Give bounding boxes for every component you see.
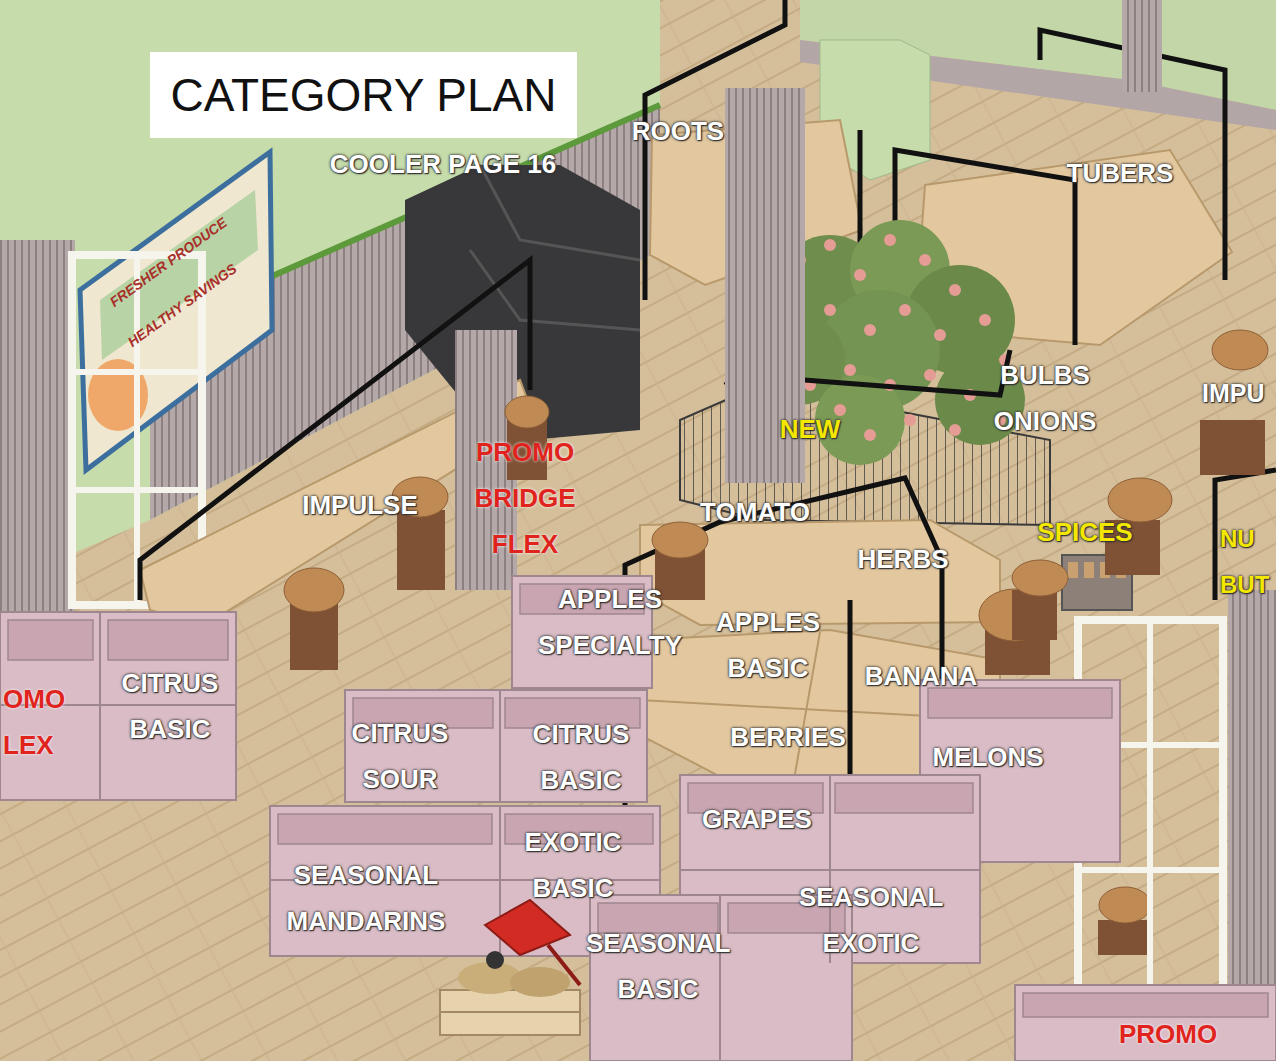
- category-label: NU BUT: [1220, 516, 1269, 608]
- poster-text: FRESHER PRODUCE: [106, 214, 230, 310]
- category-label: APPLES BASIC: [716, 599, 820, 691]
- category-label: SPICES: [1037, 517, 1132, 548]
- category-label: APPLES SPECIALTY: [538, 576, 682, 668]
- category-label: PROMO: [1119, 1019, 1217, 1050]
- category-label: HERBS: [857, 544, 948, 575]
- category-label: ROOTS: [632, 116, 724, 147]
- plan-title: CATEGORY PLAN: [150, 52, 577, 138]
- category-label: IMPULSE: [302, 490, 418, 521]
- category-label: OMO LEX: [3, 676, 65, 768]
- category-label: EXOTIC BASIC: [525, 819, 622, 911]
- category-label: MELONS: [932, 742, 1043, 773]
- category-label: SEASONAL BASIC: [586, 920, 730, 1012]
- category-label: CITRUS SOUR: [352, 710, 449, 802]
- category-label: TUBERS: [1067, 158, 1174, 189]
- category-label: GRAPES: [702, 804, 812, 835]
- category-label: IMPU: [1202, 378, 1265, 408]
- category-label: BANANA: [865, 661, 978, 692]
- category-label: TOMATO: [700, 497, 810, 528]
- category-label: NEW: [780, 414, 841, 445]
- category-label: PROMO BRIDGE FLEX: [474, 429, 575, 567]
- category-label: SEASONAL MANDARINS: [287, 852, 446, 944]
- category-label: BERRIES: [730, 722, 846, 753]
- category-label: CITRUS BASIC: [122, 660, 219, 752]
- category-label: SEASONAL EXOTIC: [799, 874, 943, 966]
- category-label: BULBS ONIONS: [994, 352, 1097, 444]
- category-label: CITRUS BASIC: [533, 711, 630, 803]
- category-label: COOLER PAGE 16: [330, 149, 556, 180]
